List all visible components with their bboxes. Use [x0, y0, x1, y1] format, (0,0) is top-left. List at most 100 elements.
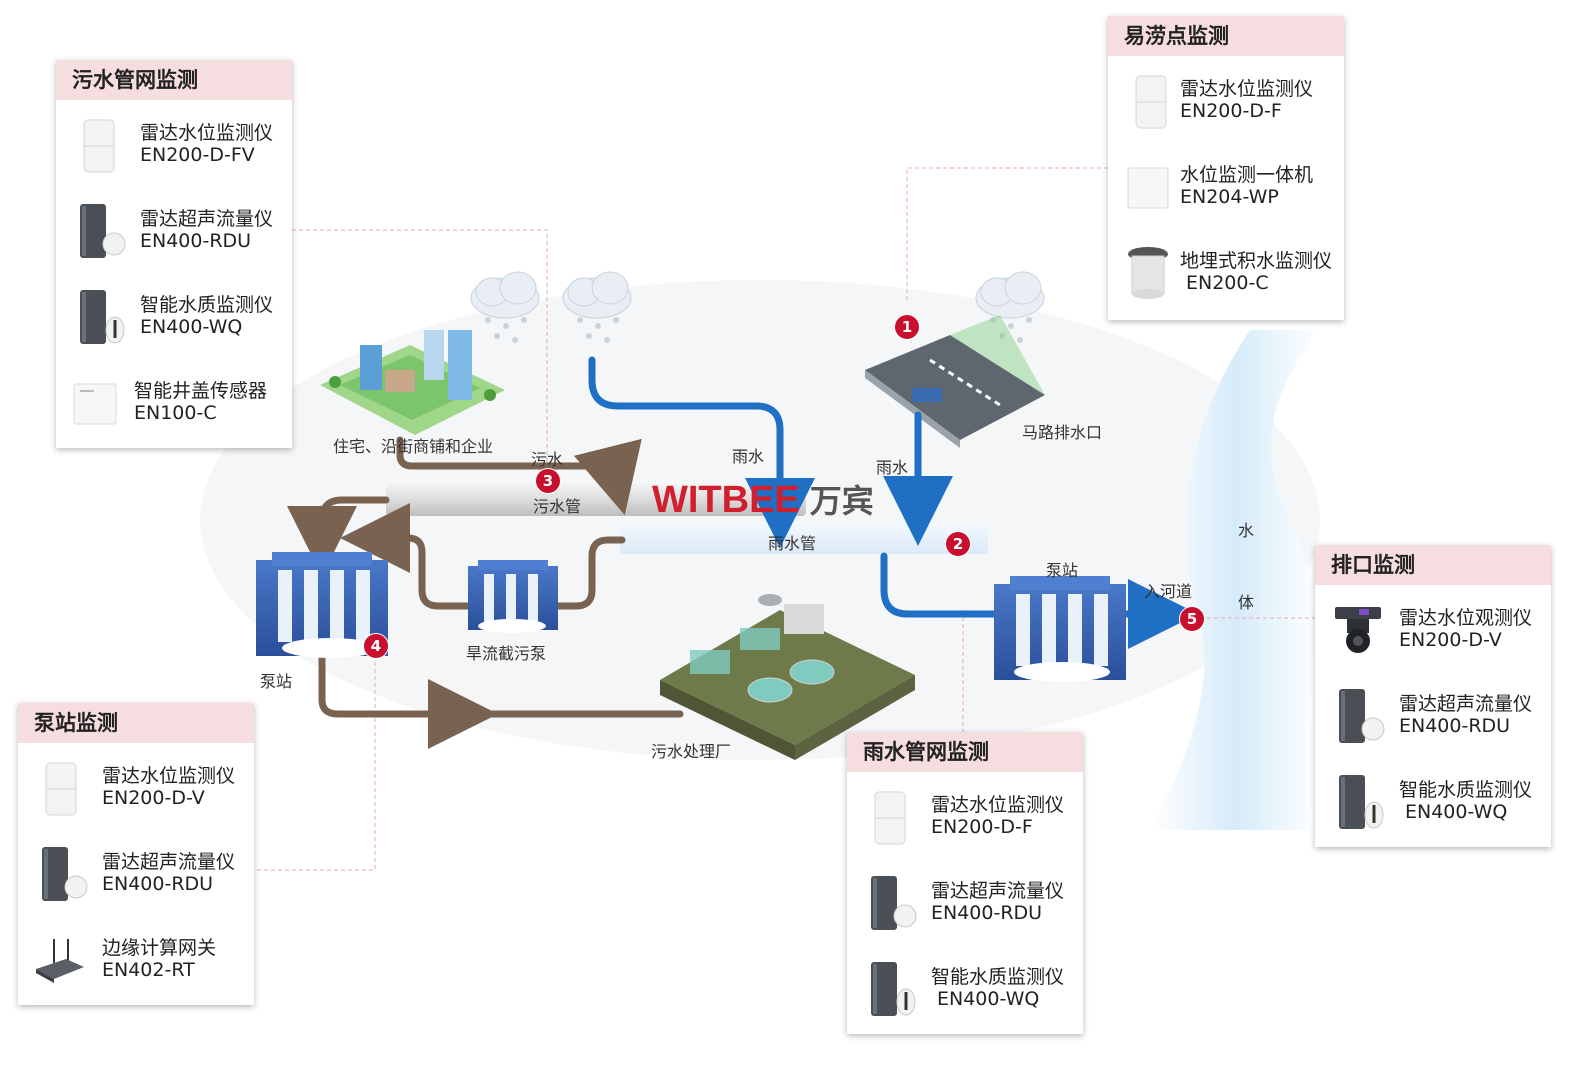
badge-2: 2 [945, 531, 971, 557]
device-model: EN200-D-F [931, 816, 1033, 838]
device-item: 雷达水位监测仪 EN200-D-F [847, 772, 1083, 858]
rain-label-left: 雨水 [732, 447, 765, 466]
wastewater-treatment-plant [660, 594, 915, 760]
residential-label: 住宅、沿街商铺和企业 [333, 437, 494, 456]
device-item: 雷达水位观测仪 EN200-D-V [1315, 585, 1551, 671]
device-model: EN204-WP [1180, 186, 1279, 208]
rain-label-right: 雨水 [876, 458, 909, 477]
device-name: 雷达超声流量仪 [931, 880, 1065, 902]
logo-text-en: WITBEE [652, 479, 800, 521]
water-body-label-2: 体 [1238, 593, 1255, 612]
residential-buildings [320, 330, 505, 435]
pump-station-right-label: 泵站 [1046, 561, 1079, 580]
panel-title: 污水管网监测 [56, 60, 292, 100]
device-model: EN400-WQ [937, 988, 1040, 1010]
device-name: 雷达超声流量仪 [1399, 693, 1533, 715]
radar-level-sensor-icon [83, 119, 115, 173]
panel-connectors [255, 167, 1315, 871]
panel-title: 易涝点监测 [1108, 16, 1344, 56]
radar-level-sensor-icon [1135, 75, 1167, 129]
camera-sensor-icon [1335, 607, 1381, 653]
device-model: EN400-WQ [140, 316, 243, 338]
road-outlet-illustration [865, 315, 1045, 448]
manhole-sensor-icon [73, 383, 117, 425]
radar-level-sensor-icon [874, 791, 906, 845]
device-name: 智能水质监测仪 [931, 966, 1065, 988]
device-name: 雷达水位监测仪 [140, 122, 274, 144]
device-item: 边缘计算网关 EN402-RT [18, 915, 254, 1001]
device-model: EN100-C [134, 402, 217, 424]
device-model: EN200-D-V [102, 787, 205, 809]
device-model: EN402-RT [102, 959, 195, 981]
device-name: 雷达超声流量仪 [102, 851, 236, 873]
device-item: 雷达水位监测仪 EN200-D-V [18, 743, 254, 829]
rain-pipe-label: 雨水管 [768, 534, 817, 553]
device-item: 雷达超声流量仪 EN400-RDU [56, 186, 292, 272]
device-item: 雷达超声流量仪 EN400-RDU [1315, 671, 1551, 757]
device-model: EN400-RDU [102, 873, 214, 895]
device-name: 雷达水位监测仪 [1180, 78, 1314, 100]
device-item: 雷达超声流量仪 EN400-RDU [18, 829, 254, 915]
dry-flow-pump-label: 旱流截污泵 [466, 644, 547, 663]
sewage-pipe-label: 污水管 [533, 497, 582, 516]
device-name: 智能井盖传感器 [134, 380, 268, 402]
pump-station-left-label: 泵站 [260, 672, 293, 691]
logo-text-cn: 万宾 [809, 483, 874, 519]
flow-meter-icon [80, 204, 126, 258]
device-item: 雷达水位监测仪 EN200-D-FV [56, 100, 292, 186]
water-quality-icon [871, 962, 916, 1016]
water-body-label-1: 水 [1238, 521, 1255, 540]
panel-title: 排口监测 [1315, 545, 1551, 585]
device-item: 智能水质监测仪 EN400-WQ [56, 272, 292, 358]
road-outlet-label: 马路排水口 [1022, 423, 1103, 442]
rain-cloud-icon [470, 271, 1045, 319]
device-model: EN400-WQ [1405, 801, 1508, 823]
flow-meter-icon [871, 876, 917, 930]
device-item: 雷达水位监测仪 EN200-D-F [1108, 56, 1344, 142]
panel-sewage-network: 污水管网监测 雷达水位监测仪 EN200-D-FV 雷达超声流量仪 EN400-… [56, 60, 292, 448]
flow-meter-icon [1339, 689, 1385, 743]
into-river-label: 入河道 [1144, 582, 1193, 601]
device-model: EN400-RDU [140, 230, 252, 252]
badge-1: 1 [894, 314, 920, 340]
device-model: EN200-D-F [1180, 100, 1282, 122]
buried-sensor-icon [1128, 247, 1168, 299]
device-model: EN200-D-FV [140, 144, 255, 166]
panel-title: 雨水管网监测 [847, 732, 1083, 772]
dry-flow-pump [468, 560, 558, 633]
level-box-icon [1127, 167, 1169, 209]
device-name: 边缘计算网关 [102, 937, 217, 959]
sewage-flows [287, 436, 684, 749]
water-quality-icon [80, 290, 125, 344]
device-name: 智能水质监测仪 [140, 294, 274, 316]
device-name: 水位监测一体机 [1180, 164, 1314, 186]
river [1150, 330, 1320, 830]
device-item: 智能井盖传感器 EN100-C [56, 358, 292, 444]
device-name: 雷达水位观测仪 [1399, 607, 1533, 629]
sewage-flow-label: 污水 [531, 450, 564, 469]
panel-pump-station: 泵站监测 雷达水位监测仪 EN200-D-V 雷达超声流量仪 EN400-RDU… [18, 703, 254, 1005]
device-item: 地埋式积水监测仪 EN200-C [1108, 228, 1344, 314]
water-quality-icon [1339, 775, 1384, 829]
device-name: 雷达水位监测仪 [931, 794, 1065, 816]
panel-title: 泵站监测 [18, 703, 254, 743]
panel-waterlogging: 易涝点监测 雷达水位监测仪 EN200-D-F 水位监测一体机 EN204-WP… [1108, 16, 1344, 320]
panel-outfall: 排口监测 雷达水位观测仪 EN200-D-V 雷达超声流量仪 EN400-RDU… [1315, 545, 1551, 847]
radar-level-sensor-icon [45, 762, 77, 816]
device-model: EN400-RDU [1399, 715, 1511, 737]
device-name: 地埋式积水监测仪 [1180, 250, 1333, 272]
device-item: 雷达超声流量仪 EN400-RDU [847, 858, 1083, 944]
panel-rain-network: 雨水管网监测 雷达水位监测仪 EN200-D-F 雷达超声流量仪 EN400-R… [847, 732, 1083, 1034]
device-model: EN400-RDU [931, 902, 1043, 924]
device-name: 智能水质监测仪 [1399, 779, 1533, 801]
badge-4: 4 [363, 633, 389, 659]
badge-5: 5 [1179, 606, 1205, 632]
device-item: 智能水质监测仪 EN400-WQ [1315, 757, 1551, 843]
device-item: 水位监测一体机 EN204-WP [1108, 142, 1344, 228]
device-model: EN200-C [1186, 272, 1269, 294]
pump-station-right [994, 576, 1126, 682]
device-item: 智能水质监测仪 EN400-WQ [847, 944, 1083, 1030]
gateway-icon [36, 939, 84, 983]
device-model: EN200-D-V [1399, 629, 1502, 651]
